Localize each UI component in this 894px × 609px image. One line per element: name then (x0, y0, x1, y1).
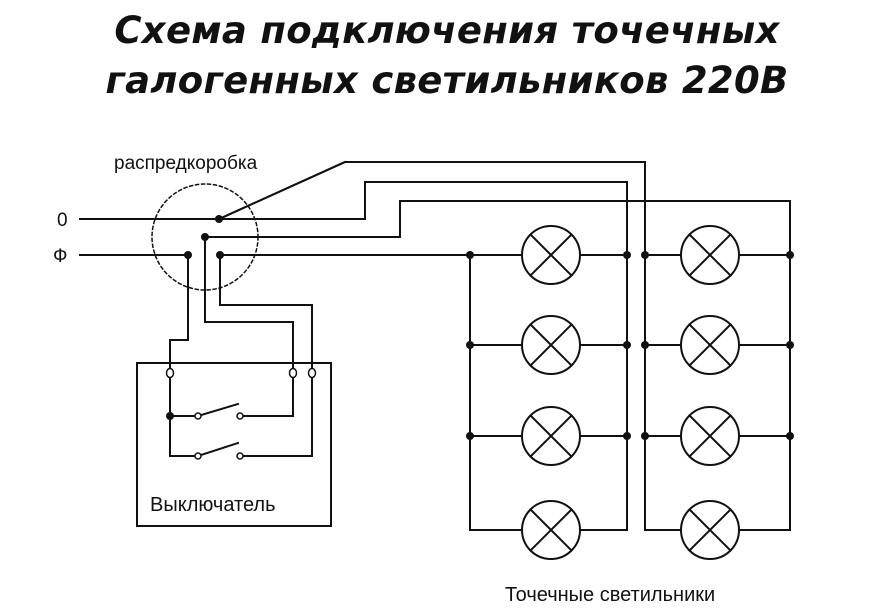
switch-contact (194, 452, 202, 460)
wire-phase-to-switch (169, 254, 189, 374)
lamp-g2-4 (680, 500, 740, 560)
phase-label: Ф (53, 246, 67, 267)
wire-neutral-to-group1 (244, 181, 628, 531)
lamp-g1-4 (521, 500, 581, 560)
switch-terminal-out1 (288, 367, 298, 379)
lamp-g1-2 (521, 315, 581, 375)
junction-box-label: распредкоробка (114, 153, 258, 174)
lamp-g1-1 (521, 225, 581, 285)
lamp-g1-3 (521, 406, 581, 466)
switch-box (136, 362, 332, 527)
lamp-g2-1 (680, 225, 740, 285)
lamps-label: Точечные светильники (505, 584, 715, 606)
lamp-g2-2 (680, 315, 740, 375)
diagram-title-line-2: галогенных светильников 220В (105, 59, 789, 102)
switch-contact (236, 452, 244, 460)
neutral-label: 0 (57, 210, 68, 231)
switch-contact (194, 412, 202, 420)
switch-contact (236, 412, 244, 420)
wire-switch-out2 (219, 254, 313, 374)
diagram-title-line-1: Схема подключения точечных (114, 9, 780, 52)
junction-dots (166, 215, 794, 440)
wire-switched-group1 (219, 254, 471, 531)
wire-switch-out1 (204, 236, 294, 374)
wire-switched-group2 (204, 200, 791, 531)
switch-terminal-in (165, 367, 175, 379)
switch-label: Выключатель (150, 494, 276, 516)
switch-terminal-out2 (307, 367, 317, 379)
lamp-g2-3 (680, 406, 740, 466)
